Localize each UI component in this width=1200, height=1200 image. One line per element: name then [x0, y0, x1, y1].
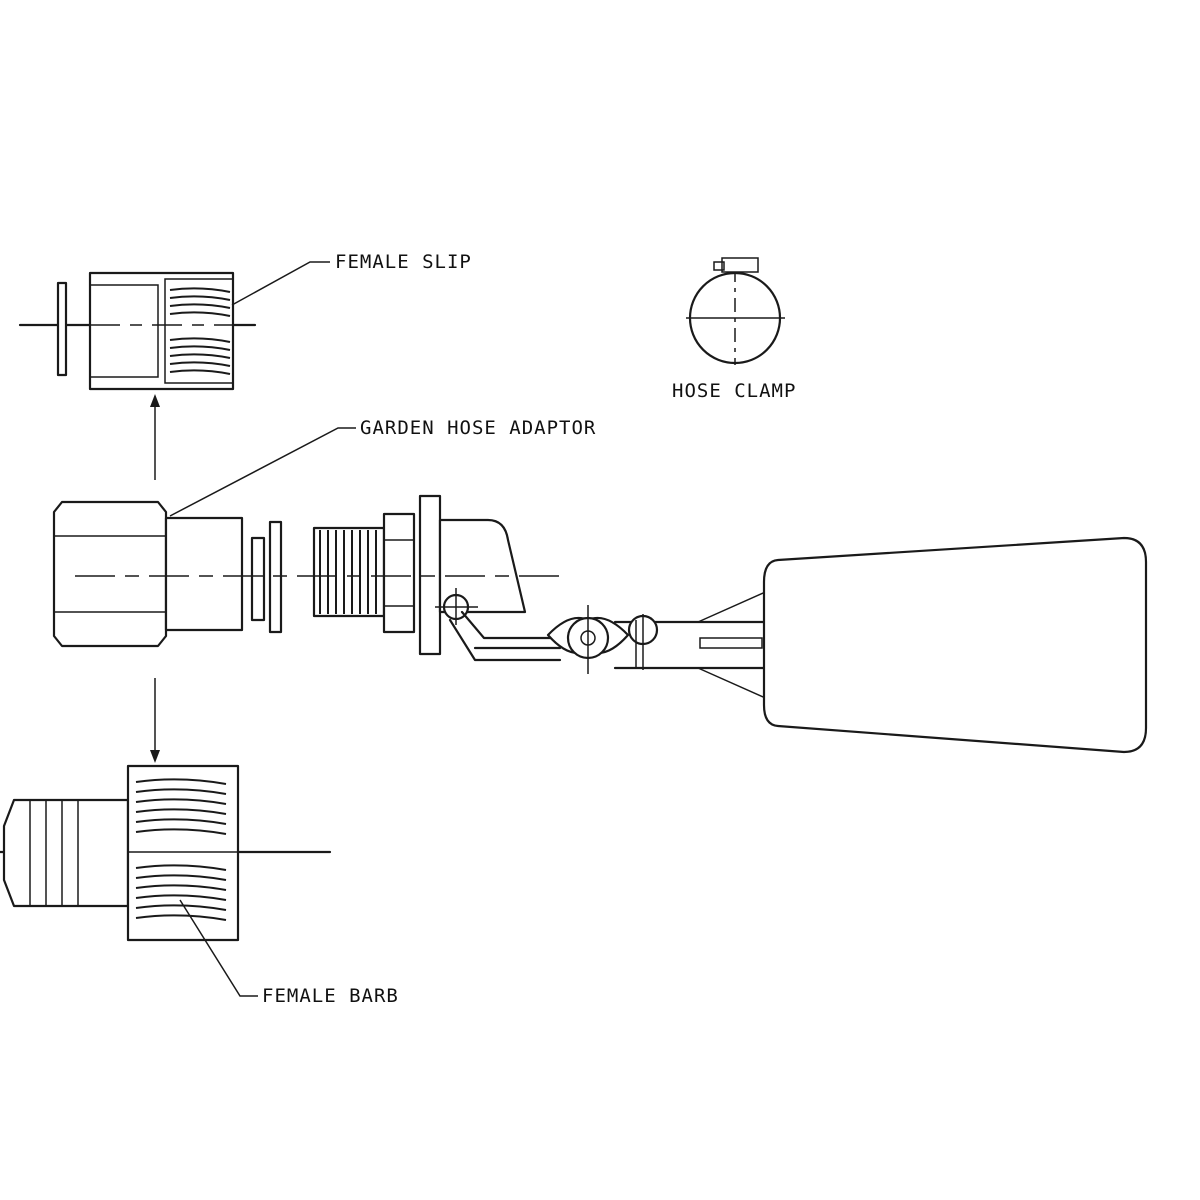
- arrow-up: [150, 394, 160, 480]
- float-valve-body: [75, 494, 772, 701]
- female-barb-label: FEMALE BARB: [262, 985, 399, 1007]
- float-ball: [762, 536, 1148, 754]
- washers: [250, 520, 283, 634]
- female-slip-part: [18, 271, 257, 391]
- female-barb-part: [0, 764, 332, 942]
- garden-hose-adaptor-leader: [169, 427, 356, 517]
- arrow-down: [150, 678, 160, 763]
- garden-hose-adaptor-part: [52, 500, 244, 648]
- garden-hose-adaptor-label: GARDEN HOSE ADAPTOR: [360, 417, 596, 439]
- female-slip-leader: [231, 261, 330, 306]
- female-barb-threads: [135, 778, 227, 921]
- female-slip-label: FEMALE SLIP: [335, 251, 472, 273]
- female-barb-leader: [179, 899, 258, 997]
- female-slip-threads: [169, 287, 231, 375]
- hose-clamp-part: [686, 257, 785, 365]
- hose-clamp-label: HOSE CLAMP: [672, 380, 796, 402]
- stem-threads: [319, 530, 377, 614]
